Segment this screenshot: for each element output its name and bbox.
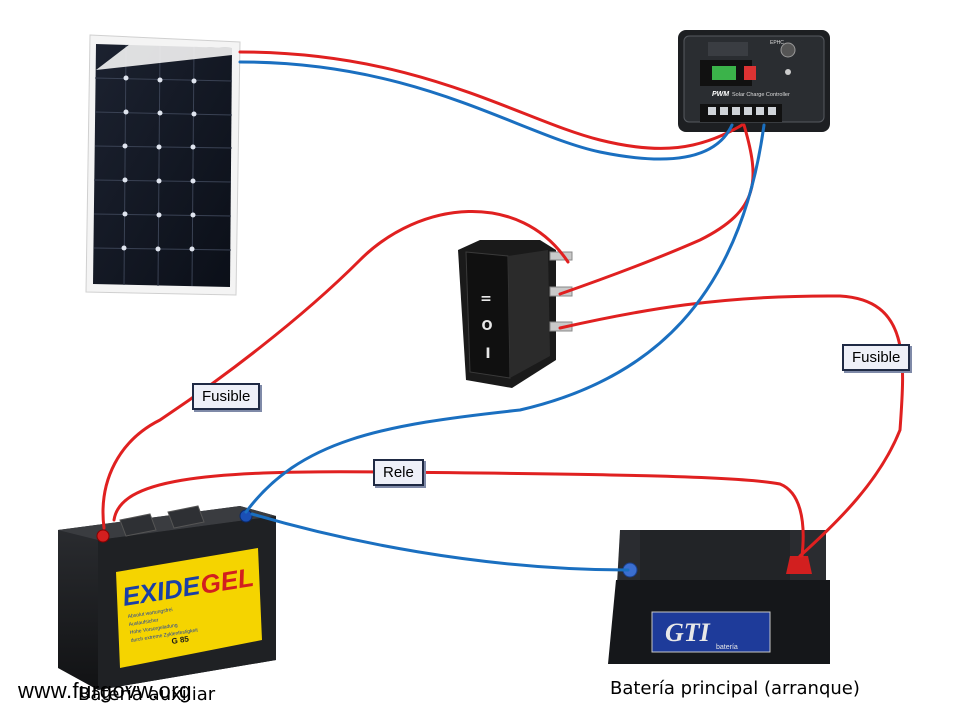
controller-title-label: Solar Charge Controller	[732, 92, 790, 98]
charge-controller: EPHC PWM Solar Charge Controller	[678, 30, 830, 132]
switch-symbol-mid: O	[481, 319, 492, 334]
watermark-text: www.furgovw.org	[18, 678, 192, 703]
switch-symbol-bot: I	[485, 346, 490, 362]
gti-brand-text: GTI	[665, 618, 711, 647]
aux-battery: EXIDE GEL Absolut wartungsfrei Auslaufsi…	[58, 505, 276, 690]
relay-label: Rele	[373, 459, 424, 486]
wire-panel-to-controller-neg	[238, 60, 734, 161]
solar-panel	[85, 34, 241, 296]
controller-brand-label: PWM	[712, 91, 729, 98]
main-battery-caption: Batería principal (arranque)	[610, 678, 860, 699]
gti-sub-text: batería	[716, 644, 738, 651]
fuse-right-label: Fusible	[842, 344, 911, 371]
exide-model-label: G 85	[171, 634, 190, 646]
exide-feature-2: Auslaufsicher	[128, 617, 159, 628]
positive-wires	[101, 50, 905, 558]
wire-aux-neg-to-controller	[244, 123, 766, 514]
wire-controller-to-switch	[558, 123, 755, 296]
wire-aux-neg-to-main	[250, 512, 630, 572]
wire-switch-to-main	[558, 294, 905, 558]
main-battery: GTI batería	[608, 530, 830, 664]
switch-symbol-top: =	[480, 291, 492, 307]
negative-wires	[238, 60, 766, 572]
fuse-left-label: Fusible	[192, 383, 261, 410]
wire-panel-to-controller-pos	[238, 50, 744, 150]
controller-model-label: EPHC	[770, 40, 784, 46]
aux-battery-caption: Batería auxiliar	[78, 684, 216, 705]
rocker-switch: = O I	[458, 240, 573, 388]
wire-aux-to-switch	[101, 209, 570, 530]
wire-relay	[112, 470, 805, 558]
